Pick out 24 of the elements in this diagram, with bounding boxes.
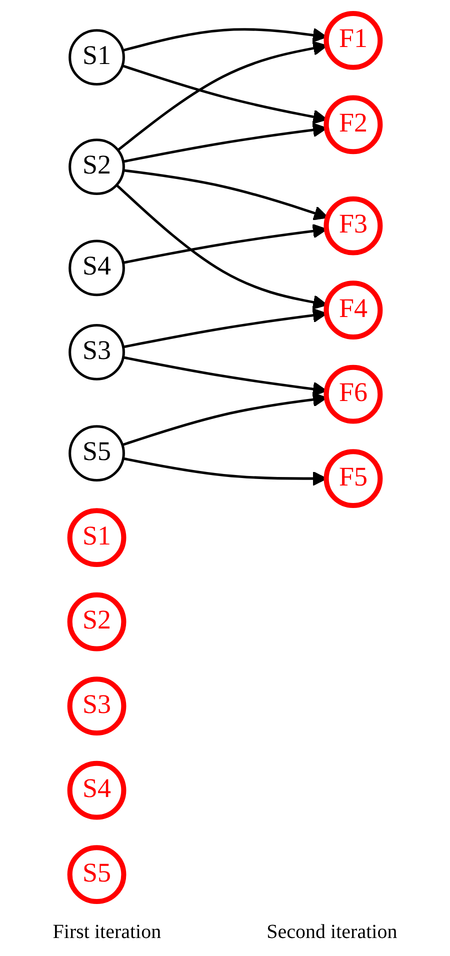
node-circle: S2 [68,138,125,195]
arrow [117,40,328,152]
node-circle: F5 [324,449,383,508]
arrow [123,169,328,220]
node-circle: S2 [67,592,126,652]
arrow [122,64,328,124]
node-circle: F6 [324,364,383,424]
node-circle: S4 [67,760,126,820]
arrow [116,184,328,310]
node-circle: S4 [68,240,125,296]
node-circle: S3 [68,324,125,380]
arrow [122,122,328,163]
node-circle: S3 [67,676,126,736]
node-circle: S5 [67,845,126,904]
arrow [122,356,328,396]
node-circle: F4 [324,280,383,340]
node-circle: F1 [324,10,383,70]
node-circle: S1 [67,508,126,568]
node-circle: F3 [324,196,383,256]
node-circle: S5 [68,425,125,482]
node-circle: S1 [68,29,125,86]
node-circle: F2 [324,95,383,154]
caption-text: Second iteration [266,921,398,944]
caption-text: First iteration [52,921,162,944]
